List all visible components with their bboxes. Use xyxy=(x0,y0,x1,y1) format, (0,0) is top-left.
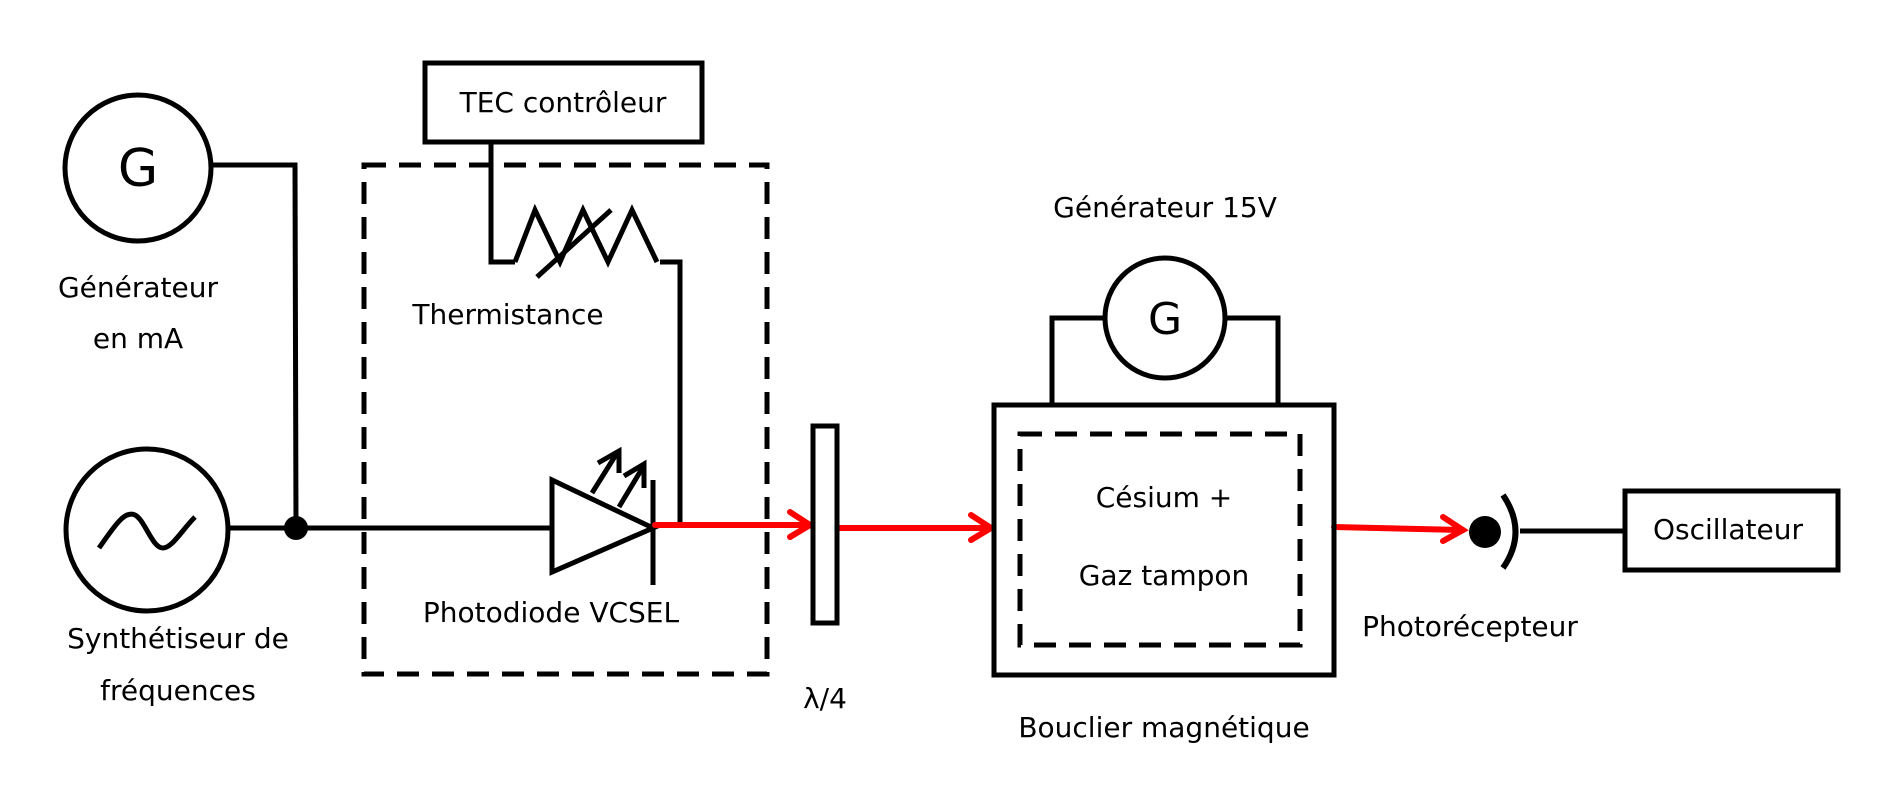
voltage-generator-symbol: G xyxy=(1148,294,1182,345)
cell-label-2: Gaz tampon xyxy=(1079,559,1250,592)
sine-wave-icon xyxy=(96,511,197,551)
wire-tec-to-thermistor xyxy=(488,142,515,265)
vcsel-diode-icon xyxy=(549,476,660,576)
voltage-generator-icon xyxy=(1102,255,1228,381)
thermistor-label: Thermistance xyxy=(411,298,603,331)
emission-arrows-icon xyxy=(589,446,647,509)
current-generator-icon xyxy=(62,92,214,244)
tec-controller-box xyxy=(422,60,705,145)
oscillator-box xyxy=(1622,488,1841,573)
oscillator-label: Oscillateur xyxy=(1653,513,1803,546)
tec-controller-label: TEC contrôleur xyxy=(459,86,667,119)
beam-segment-3 xyxy=(1331,524,1465,533)
photodetector-label: Photorécepteur xyxy=(1362,610,1578,643)
thermistor-slash-icon xyxy=(535,208,613,279)
voltage-generator-label: Générateur 15V xyxy=(1053,191,1277,224)
frequency-synthesizer-label-2: fréquences xyxy=(100,674,256,707)
wire-thermistor-to-diode xyxy=(660,259,683,527)
current-generator-symbol: G xyxy=(118,139,158,199)
quarter-wave-plate xyxy=(810,423,840,626)
wire-gen15-right xyxy=(1225,315,1281,405)
current-generator-label-2: en mA xyxy=(93,322,183,355)
magnetic-shield-label: Bouclier magnétique xyxy=(1018,711,1309,744)
wire-gen15-left xyxy=(1049,315,1105,405)
cell-label-1: Césium + xyxy=(1096,481,1233,514)
beam-arrow-3-icon xyxy=(1440,514,1469,544)
beam-arrow-1-icon xyxy=(787,509,816,540)
photodetector-arc-icon xyxy=(1500,493,1519,570)
thermistor-icon xyxy=(512,203,660,268)
beam-arrow-2-icon xyxy=(968,512,997,543)
photodetector-dot-icon xyxy=(1469,516,1501,548)
cesium-cell-boundary xyxy=(1017,431,1303,648)
wire-generator-to-junction xyxy=(213,162,299,529)
magnetic-shield-box xyxy=(991,402,1337,678)
quarter-wave-plate-label: λ/4 xyxy=(803,682,847,715)
frequency-synthesizer-label-1: Synthétiseur de xyxy=(67,622,289,655)
wires xyxy=(213,142,1625,534)
junction-dot xyxy=(284,516,308,540)
current-generator-label-1: Générateur xyxy=(58,271,219,304)
laser-beam xyxy=(652,509,1469,544)
vcsel-label: Photodiode VCSEL xyxy=(423,596,680,629)
